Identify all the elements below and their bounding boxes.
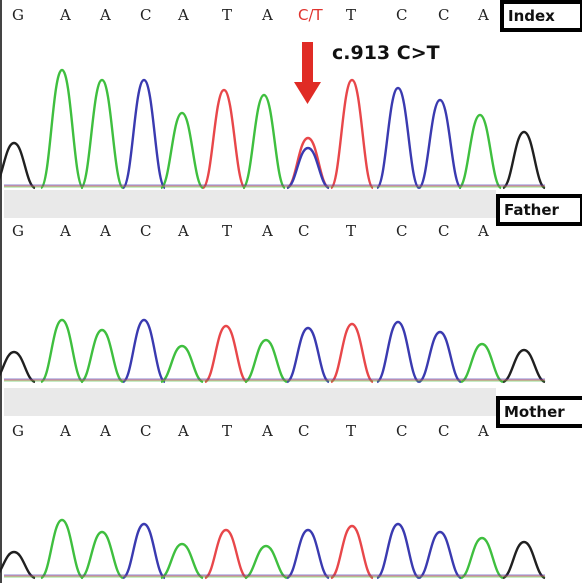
mutation-arrow-icon	[294, 42, 321, 104]
base-call: T	[346, 6, 357, 24]
base-call: C	[140, 222, 152, 240]
base-call: G	[12, 222, 24, 240]
base-call: C	[438, 422, 450, 440]
peak-t	[329, 78, 375, 190]
panel-label-father: Father	[496, 194, 582, 226]
base-call: A	[262, 6, 273, 24]
base-call: C	[396, 222, 408, 240]
base-call: A	[60, 422, 71, 440]
base-call: A	[262, 422, 273, 440]
base-call: C	[140, 6, 152, 24]
base-call: C	[298, 422, 310, 440]
panel-index: G A A C A T A C/T T C C A Index c.913 C>T	[0, 0, 582, 218]
peak-a	[39, 68, 85, 190]
peak-t	[204, 528, 248, 580]
peak-c	[375, 86, 421, 190]
base-call: C	[396, 422, 408, 440]
peak-a	[79, 78, 125, 190]
peak-a	[160, 542, 204, 580]
peak-g	[0, 141, 36, 190]
panel-label-mother: Mother	[496, 396, 582, 428]
base-call: T	[346, 422, 357, 440]
base-call: C	[396, 6, 408, 24]
trace-index	[0, 68, 546, 190]
trace-mother	[0, 518, 546, 580]
peak-c	[121, 78, 167, 190]
peak-t	[330, 322, 374, 384]
peak-t	[330, 524, 374, 580]
peak-c	[286, 326, 330, 384]
peak-c	[122, 318, 166, 384]
peak-a	[80, 530, 124, 580]
base-call: G	[12, 422, 24, 440]
peak-g	[0, 350, 36, 384]
variant-base-call: C/T	[298, 6, 323, 24]
peak-t	[202, 88, 246, 190]
base-call: A	[262, 222, 273, 240]
base-call: A	[478, 6, 489, 24]
base-call: T	[222, 222, 233, 240]
base-call: A	[100, 422, 111, 440]
panel-label-index: Index	[500, 0, 582, 32]
peak-a	[458, 113, 502, 190]
base-call: C	[438, 6, 450, 24]
separator-bar	[4, 190, 496, 218]
base-call: A	[178, 222, 189, 240]
peak-g	[502, 130, 546, 190]
base-call: T	[222, 422, 233, 440]
base-call: A	[100, 6, 111, 24]
peak-a	[242, 93, 286, 190]
peak-c	[286, 528, 330, 580]
peak-g	[0, 550, 36, 580]
base-call: A	[478, 422, 489, 440]
peak-a	[40, 518, 84, 580]
trace-father	[0, 318, 546, 384]
mutation-label: c.913 C>T	[332, 42, 440, 64]
peak-g	[502, 540, 546, 580]
peak-t	[204, 324, 248, 384]
base-call: A	[478, 222, 489, 240]
base-call: G	[12, 6, 24, 24]
base-call: C	[298, 222, 310, 240]
sequence-row-index: G A A C A T A C/T T C C A	[0, 6, 500, 28]
panel-father: Father G A A C A T A C T C C A	[0, 190, 582, 416]
peak-c	[122, 522, 166, 580]
peak-c	[418, 530, 462, 580]
separator-bar	[4, 388, 496, 416]
peak-c	[418, 330, 462, 384]
peak-c	[286, 146, 330, 190]
base-call: A	[100, 222, 111, 240]
base-call: A	[178, 6, 189, 24]
peak-a	[244, 544, 288, 580]
panel-mother: Mother G A A C A T A C T C C A	[0, 390, 582, 583]
peak-a	[160, 344, 204, 384]
base-call: T	[222, 6, 233, 24]
base-call: A	[60, 6, 71, 24]
peak-a	[460, 536, 504, 580]
peak-a	[80, 328, 124, 384]
peak-a	[160, 111, 204, 190]
left-border	[0, 0, 2, 583]
peak-c	[376, 320, 420, 384]
peak-a	[244, 338, 288, 384]
base-call: A	[60, 222, 71, 240]
base-call: A	[178, 422, 189, 440]
peak-c	[418, 98, 462, 190]
peak-a	[460, 342, 504, 384]
peak-a	[40, 318, 84, 384]
peak-g	[502, 348, 546, 384]
base-call: T	[346, 222, 357, 240]
base-call: C	[140, 422, 152, 440]
peak-c	[376, 522, 420, 580]
base-call: C	[438, 222, 450, 240]
